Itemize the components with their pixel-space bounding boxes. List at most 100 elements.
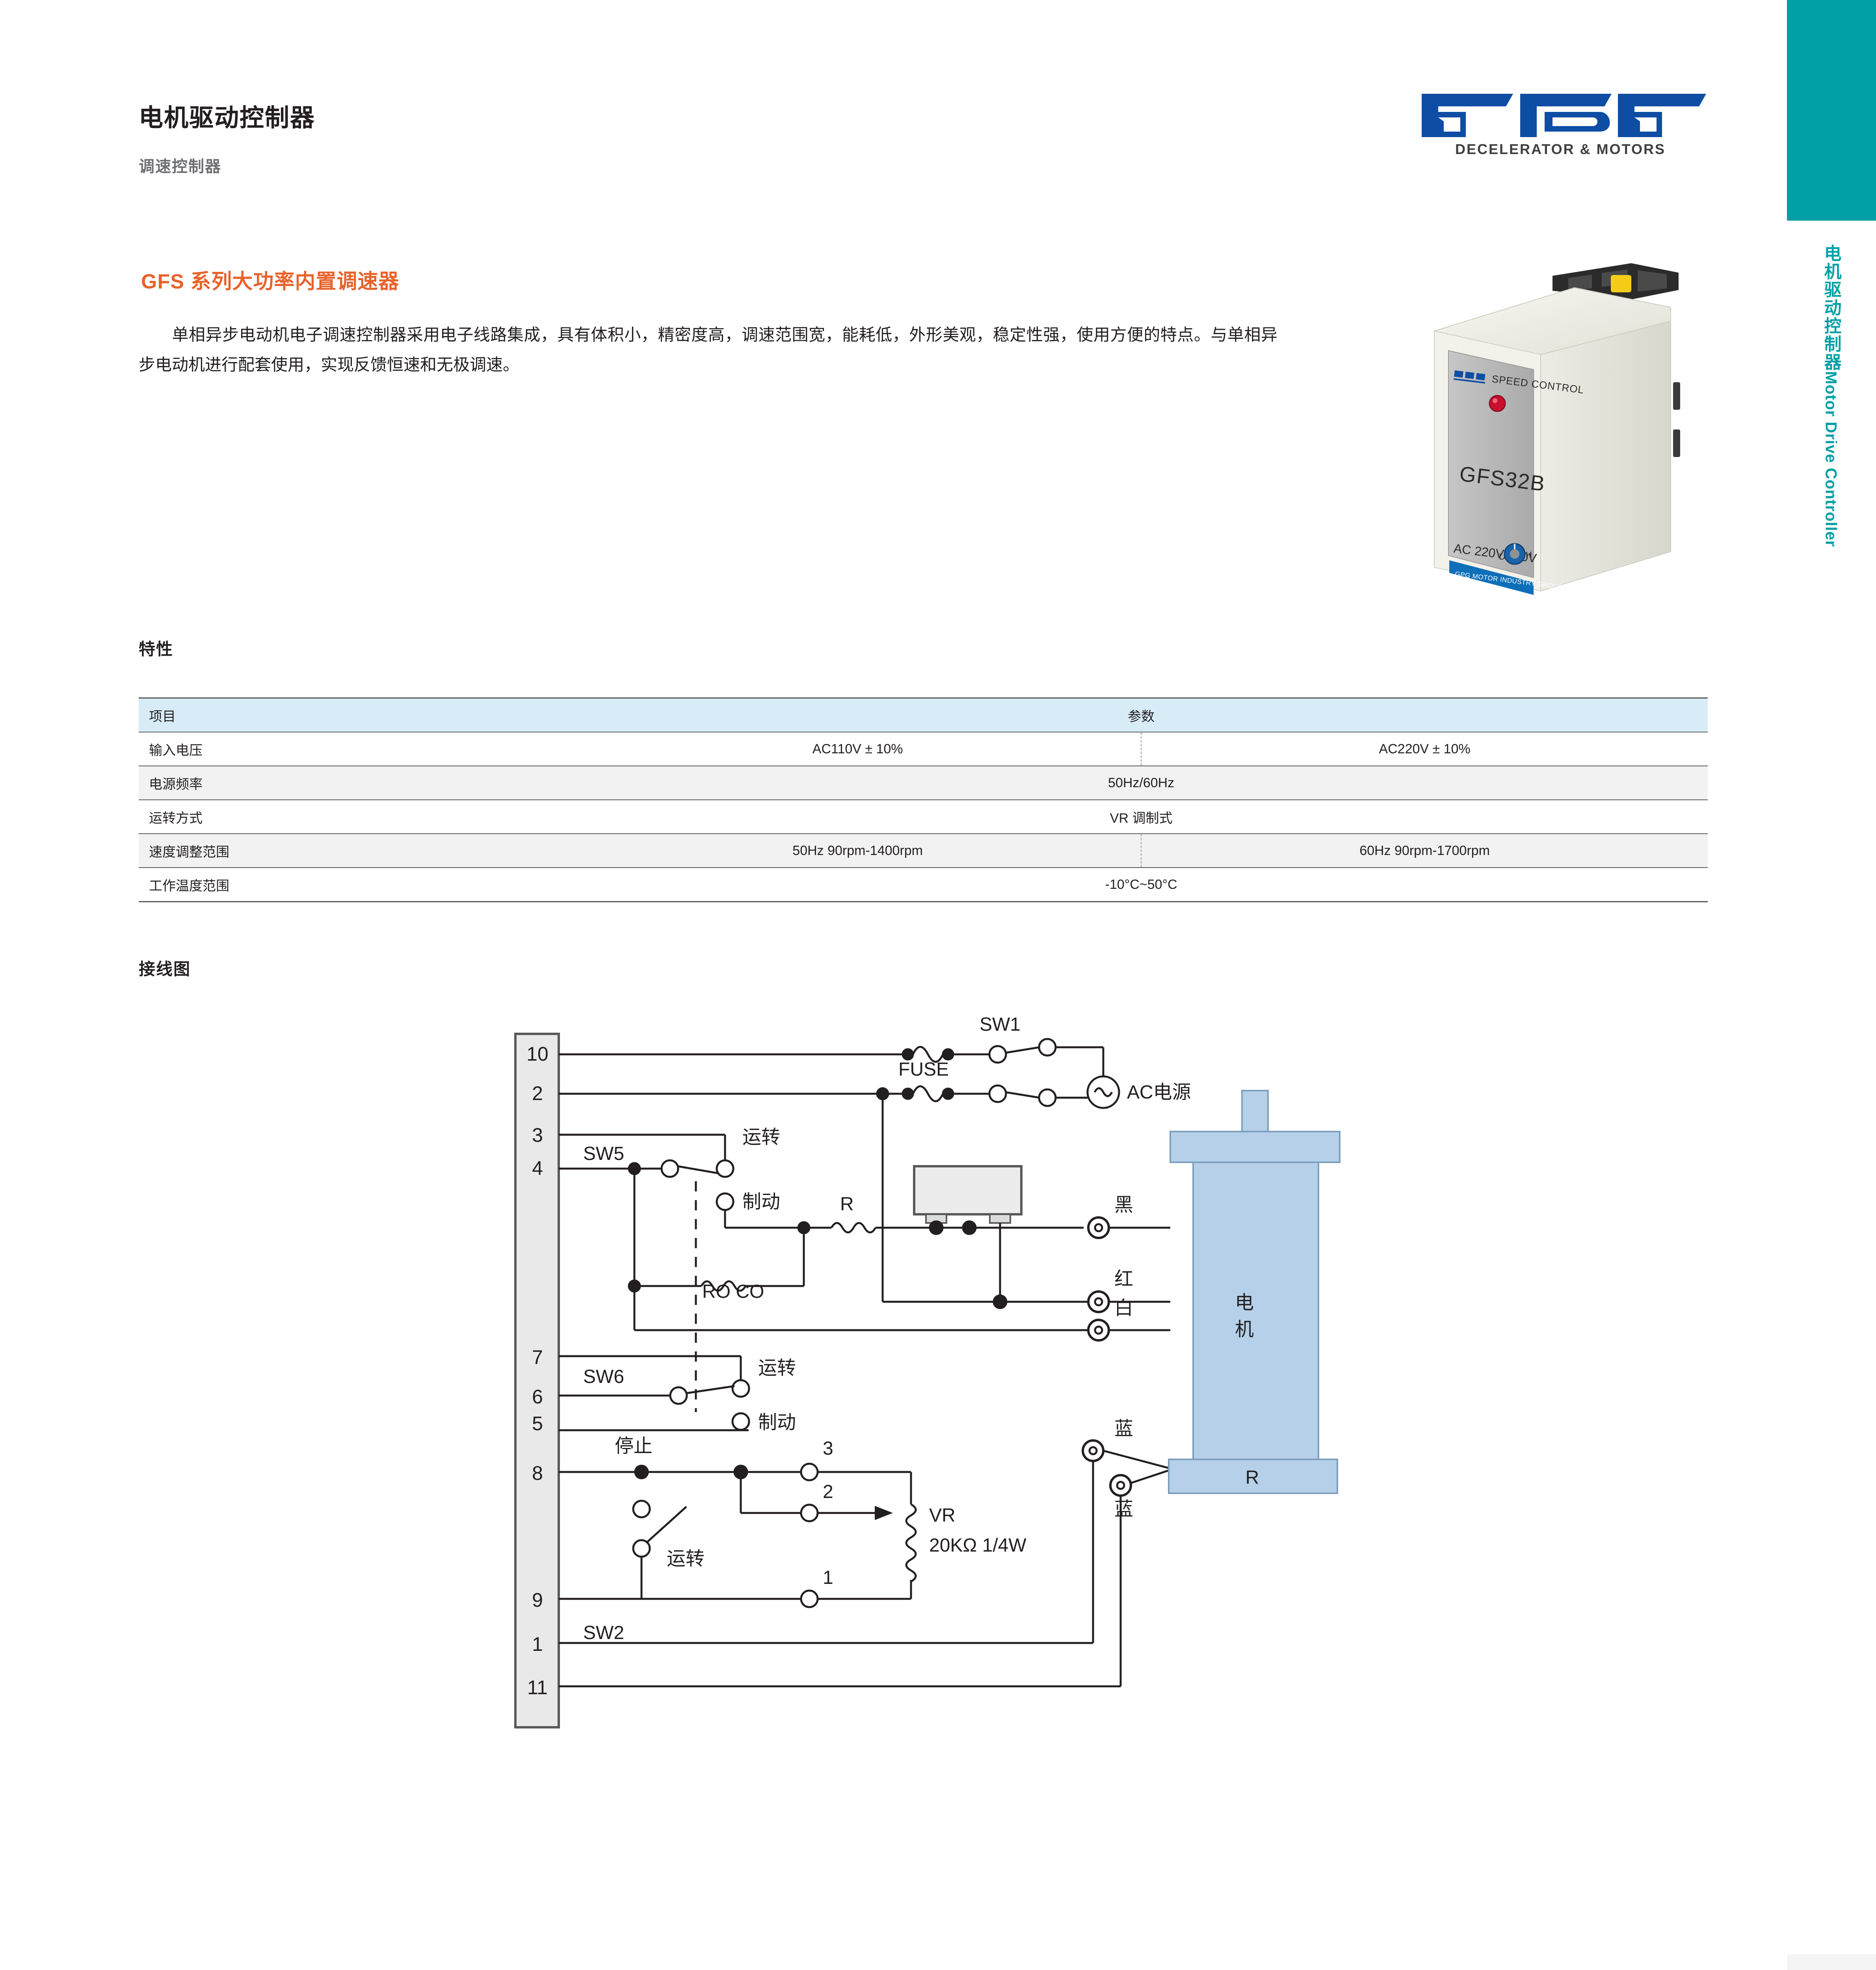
label-sw2: SW2 xyxy=(583,1622,624,1643)
faceplate-brand-logo xyxy=(1454,370,1486,384)
row-value: 50Hz/60Hz xyxy=(575,766,1708,800)
spec-table: 项目 参数 输入电压 AC110V ± 10% AC220V ± 10% 电源频… xyxy=(139,697,1708,902)
intro-text: 单相异步电动机电子调速控制器采用电子线路集成，具有体积小，精密度高，调速范围宽，… xyxy=(139,325,1277,374)
label-roco: RO CO xyxy=(702,1281,764,1302)
gpg-logo: DECELERATOR & MOTORS xyxy=(1415,91,1706,162)
row-label: 输入电压 xyxy=(139,732,575,766)
label-fuse: FUSE xyxy=(898,1059,949,1080)
row-value-right: AC220V ± 10% xyxy=(1141,732,1708,766)
label-ac-source: AC电源 xyxy=(1127,1082,1191,1103)
motor-base xyxy=(1168,1459,1338,1494)
label-vr: VR xyxy=(929,1505,956,1526)
label-run-1: 运转 xyxy=(742,1127,780,1148)
table-row: 工作温度范围 -10°C~50°C xyxy=(139,867,1708,902)
intro-paragraph: 单相异步电动机电子调速控制器采用电子线路集成，具有体积小，精密度高，调速范围宽，… xyxy=(139,320,1277,380)
table-header-item: 项目 xyxy=(139,697,575,732)
side-vent-icon xyxy=(1673,382,1680,410)
row-value: VR 调制式 xyxy=(575,799,1708,834)
label-wire-white: 白 xyxy=(1114,1298,1133,1319)
terminal-label-3: 3 xyxy=(532,1124,543,1146)
label-sw5: SW5 xyxy=(583,1143,624,1164)
svg-text:L: L xyxy=(1499,552,1504,561)
side-tab-label: 电机驱动控制器Motor Drive Controller xyxy=(1787,244,1876,875)
label-wire-blue-2: 蓝 xyxy=(1114,1499,1133,1520)
sw2-contact-stop xyxy=(632,1500,651,1518)
svg-text:H: H xyxy=(1526,550,1532,560)
faceplate xyxy=(1448,350,1534,578)
motor-shaft xyxy=(1241,1090,1269,1132)
terminal-label-9: 9 xyxy=(532,1589,543,1611)
table-row: 速度调整范围 50Hz 90rpm-1400rpm 60Hz 90rpm-170… xyxy=(139,833,1708,868)
label-brake-2: 制动 xyxy=(758,1412,796,1433)
terminal-label-8: 8 xyxy=(532,1462,543,1484)
gpg-logo-tagline: DECELERATOR & MOTORS xyxy=(1455,141,1666,157)
label-wire-blue-1: 蓝 xyxy=(1114,1418,1133,1439)
page-subtitle: 调速控制器 xyxy=(139,158,221,175)
terminal-label-2: 2 xyxy=(532,1082,543,1104)
sw6-contact-brake xyxy=(731,1412,750,1431)
sw5-contact-common xyxy=(660,1159,679,1178)
vr-terminal-2 xyxy=(800,1504,819,1522)
vr-terminal-3 xyxy=(800,1463,819,1481)
terminal-label-10: 10 xyxy=(526,1043,548,1065)
label-motor-base: R xyxy=(1246,1467,1259,1488)
vr-wiper-arrow-icon xyxy=(875,1506,893,1520)
label-sw1: SW1 xyxy=(980,1017,1021,1035)
speed-knob-icon: L H xyxy=(1499,543,1532,565)
label-wire-black: 黑 xyxy=(1114,1195,1133,1215)
terminal-label-11: 11 xyxy=(527,1676,548,1699)
heading-wiring: 接线图 xyxy=(139,960,191,978)
label-motor-2: 机 xyxy=(1235,1319,1254,1340)
side-tab-label-cn: 电机驱动控制器 xyxy=(1821,244,1841,371)
label-vr-t1: 1 xyxy=(823,1567,833,1588)
table-row: 输入电压 AC110V ± 10% AC220V ± 10% xyxy=(139,732,1708,766)
status-led-icon xyxy=(1489,395,1506,412)
label-vr-t2: 2 xyxy=(823,1481,833,1502)
table-header-row: 项目 参数 xyxy=(139,697,1708,732)
row-label: 电源频率 xyxy=(139,766,575,800)
sw5-contact-brake xyxy=(716,1192,734,1211)
terminal-label-5: 5 xyxy=(532,1412,543,1435)
terminal-label-1: 1 xyxy=(532,1633,543,1655)
product-photo-illustration: SPEED CONTROL GFS32B AC 220V/240V L H GP… xyxy=(1433,263,1680,595)
sw6-contact-run xyxy=(731,1379,750,1398)
wiring-diagram: 10 2 3 4 7 6 5 8 9 1 11 xyxy=(504,1017,1537,1745)
motor-body xyxy=(1192,1162,1319,1474)
yellow-clip-icon xyxy=(1611,275,1631,292)
gpg-logo-mark xyxy=(1422,94,1706,137)
side-tab-band-secondary xyxy=(1787,1954,1876,1970)
label-run-3: 运转 xyxy=(667,1548,705,1569)
vr-terminal-1 xyxy=(800,1589,819,1608)
label-wire-red: 红 xyxy=(1114,1269,1133,1290)
row-label: 速度调整范围 xyxy=(139,833,575,868)
side-vent-icon xyxy=(1673,429,1680,457)
terminal-label-7: 7 xyxy=(532,1346,543,1368)
wiring-diagram-svg: 10 2 3 4 7 6 5 8 9 1 11 xyxy=(514,1017,1341,1728)
row-value: -10°C~50°C xyxy=(575,867,1708,902)
terminal-label-4: 4 xyxy=(532,1157,543,1179)
label-resistor: R xyxy=(840,1194,854,1215)
vr-coil xyxy=(905,1503,917,1583)
table-row: 运转方式 VR 调制式 xyxy=(139,799,1708,834)
terminal-rail xyxy=(514,1033,560,1728)
side-tab-band xyxy=(1787,0,1876,221)
heading-spec: 特性 xyxy=(139,640,174,658)
side-tab-label-en: Motor Drive Controller xyxy=(1822,371,1840,547)
table-row: 电源频率 50Hz/60Hz xyxy=(139,766,1708,800)
motor-flange xyxy=(1169,1131,1341,1163)
label-run-2: 运转 xyxy=(758,1358,796,1379)
label-vr-t3: 3 xyxy=(823,1438,833,1459)
row-value-left: AC110V ± 10% xyxy=(575,732,1142,766)
sw5-contact-run xyxy=(716,1159,734,1178)
table-header-param: 参数 xyxy=(575,697,1708,732)
label-stop: 停止 xyxy=(615,1436,653,1457)
label-brake-1: 制动 xyxy=(742,1191,780,1212)
section-title: GFS 系列大功率内置调速器 xyxy=(141,270,400,293)
label-sw6: SW6 xyxy=(583,1366,624,1387)
page-title: 电机驱动控制器 xyxy=(139,104,316,132)
row-value-right: 60Hz 90rpm-1700rpm xyxy=(1141,833,1708,868)
sw6-contact-common xyxy=(669,1386,688,1405)
terminal-label-6: 6 xyxy=(532,1386,543,1408)
product-photo: SPEED CONTROL GFS32B AC 220V/240V L H GP… xyxy=(1355,252,1694,607)
